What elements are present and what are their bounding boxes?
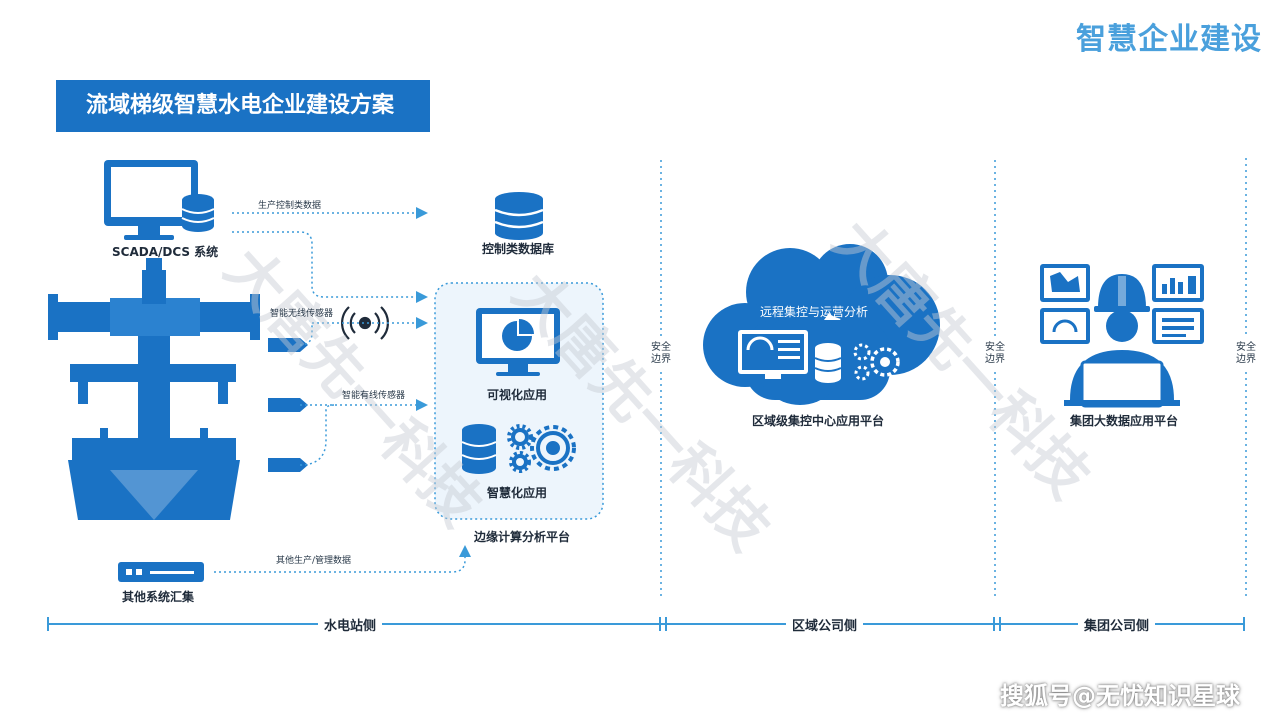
engineer-icon bbox=[1040, 264, 1204, 408]
turbine-icon bbox=[48, 258, 260, 520]
security-boundary-label: 安全 边界 bbox=[980, 342, 1010, 366]
cloud-title: 远程集控与运营分析 bbox=[760, 305, 869, 319]
flow-label-production-data: 生产控制类数据 bbox=[258, 201, 322, 211]
edge-platform-label: 边缘计算分析平台 bbox=[474, 530, 571, 544]
boundary-line1: 安全 bbox=[985, 342, 1005, 353]
smart-database-icon bbox=[461, 424, 497, 474]
cloud-content-icons bbox=[738, 330, 900, 383]
other-systems-label: 其他系统汇集 bbox=[122, 590, 195, 604]
section-station: 水电站侧 bbox=[318, 615, 383, 634]
server-icon bbox=[118, 562, 204, 582]
wired-sensor-label: 智能有线传感器 bbox=[342, 391, 406, 401]
region-platform-label: 区域级集控中心应用平台 bbox=[752, 414, 885, 428]
control-database-icon bbox=[494, 192, 544, 240]
flow-lines bbox=[214, 207, 471, 573]
control-db-label: 控制类数据库 bbox=[482, 242, 555, 256]
gear-icon bbox=[507, 424, 576, 473]
security-boundary-label: 安全 边界 bbox=[646, 342, 676, 366]
database-icon bbox=[181, 194, 215, 232]
scada-label: SCADA/DCS 系统 bbox=[112, 245, 219, 259]
boundary-line1: 安全 bbox=[1236, 342, 1256, 353]
boundary-line1: 安全 bbox=[651, 342, 671, 353]
visual-app-label: 可视化应用 bbox=[487, 388, 548, 402]
section-axis bbox=[47, 617, 1245, 631]
boundary-lines bbox=[660, 158, 1247, 600]
security-boundary-label: 安全 边界 bbox=[1231, 342, 1261, 366]
boundary-line2: 边界 bbox=[1236, 354, 1256, 365]
section-group: 集团公司侧 bbox=[1078, 615, 1156, 634]
section-region: 区域公司侧 bbox=[786, 615, 864, 634]
pie-chart-monitor-icon bbox=[476, 308, 560, 376]
monitor-icon bbox=[104, 160, 198, 240]
smart-app-label: 智慧化应用 bbox=[487, 486, 548, 500]
boundary-line2: 边界 bbox=[651, 354, 671, 365]
boundary-line2: 边界 bbox=[985, 354, 1005, 365]
group-platform-label: 集团大数据应用平台 bbox=[1070, 414, 1179, 428]
banner-title: 流域梯级智慧水电企业建设方案 bbox=[56, 80, 430, 132]
wireless-sensor-label: 智能无线传感器 bbox=[270, 309, 334, 319]
credit-watermark: 搜狐号@无忧知识星球 bbox=[1000, 682, 1240, 710]
other-data-label: 其他生产/管理数据 bbox=[276, 556, 352, 566]
corner-title: 智慧企业建设 bbox=[1076, 22, 1262, 57]
sensor-icon bbox=[268, 338, 308, 472]
